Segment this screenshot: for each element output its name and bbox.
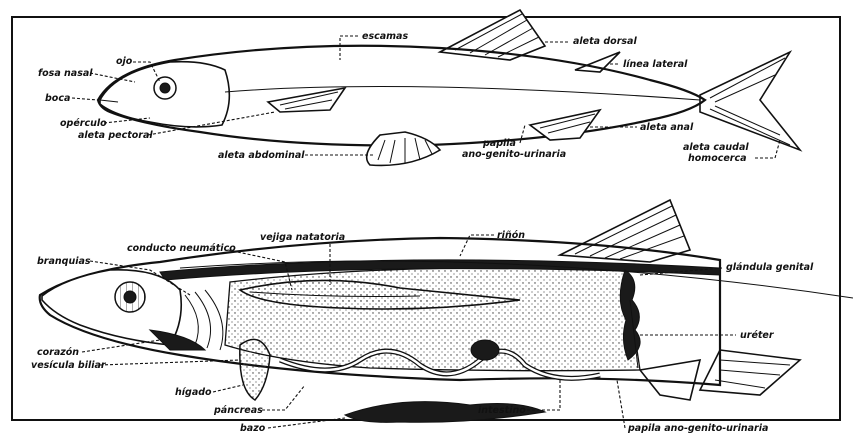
label-vejiga-natatoria: vejiga natatoria bbox=[260, 232, 345, 243]
label-corazon: corazón bbox=[37, 347, 79, 358]
label-aleta-dorsal: aleta dorsal bbox=[573, 36, 637, 47]
label-escamas: escamas bbox=[362, 31, 408, 42]
label-ojo: ojo bbox=[116, 56, 133, 67]
label-papila-ano-genito-urinaria: ano-genito-urinaria bbox=[462, 149, 566, 160]
label-boca: boca bbox=[45, 93, 70, 104]
label-aleta-anal: aleta anal bbox=[640, 122, 694, 133]
label-aleta-abdominal: aleta abdominal bbox=[218, 150, 305, 161]
label-pancreas: páncreas bbox=[213, 405, 263, 416]
label-intestino: intestino bbox=[478, 405, 526, 416]
label-aleta-pectoral: aleta pectoral bbox=[78, 130, 153, 141]
label-glandula-genital: glándula genital bbox=[726, 262, 814, 273]
label-vesicula-biliar: vesícula biliar bbox=[31, 360, 107, 371]
label-branquias: branquias bbox=[37, 256, 91, 267]
internal-fish bbox=[40, 200, 853, 422]
label-papila-ano-genito-urinaria: papila ano-genito-urinaria bbox=[627, 423, 768, 434]
label-papila: papila bbox=[482, 138, 516, 149]
label-linea-lateral: línea lateral bbox=[623, 59, 688, 70]
label-operculo: opérculo bbox=[60, 118, 107, 129]
label-fosa-nasal: fosa nasal bbox=[38, 68, 93, 79]
label-homocerca: homocerca bbox=[688, 153, 747, 164]
label-conducto-neumatico: conducto neumático bbox=[127, 243, 236, 254]
label-aleta-caudal: aleta caudal bbox=[683, 142, 749, 153]
label-ureter: uréter bbox=[740, 330, 775, 341]
label-bazo: bazo bbox=[240, 423, 266, 434]
caudal-fin-shape bbox=[700, 52, 800, 150]
label-rinon: riñón bbox=[497, 230, 525, 241]
label-higado: hígado bbox=[175, 387, 212, 398]
